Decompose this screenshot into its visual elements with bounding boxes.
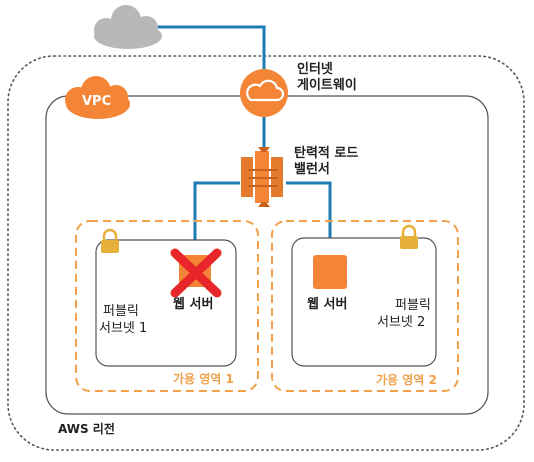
internet-cloud-icon <box>94 5 162 49</box>
availability-zone-1-boundary <box>75 220 259 392</box>
load-balancer-icon <box>241 147 283 207</box>
web-server-2-label: 웹 서버 <box>307 297 348 312</box>
load-balancer-label-line1: 탄력적 로드 <box>294 146 359 161</box>
web-server-2-icon <box>313 255 347 289</box>
lb-to-server1-link <box>193 181 240 255</box>
x-mark-icon <box>170 248 222 298</box>
lock-icon <box>400 224 418 249</box>
availability-zone-2-label: 가용 영역 2 <box>376 373 437 387</box>
lock-icon <box>101 228 119 253</box>
public-subnet-1-label-line1: 퍼블릭 <box>103 304 139 319</box>
public-subnet-2-label-line2: 서브넷 2 <box>377 315 426 330</box>
load-balancer-label-line2: 밸런서 <box>294 162 330 177</box>
internet-to-gateway-link <box>150 25 266 72</box>
internet-gateway-label-line1: 인터넷 <box>297 62 333 77</box>
availability-zone-1-label: 가용 영역 1 <box>173 372 234 386</box>
aws-region-boundary <box>7 55 525 451</box>
lb-to-server2-link <box>286 181 332 255</box>
internet-gateway-icon <box>240 69 288 117</box>
public-subnet-1-label-line2: 서브넷 1 <box>99 321 148 336</box>
internet-gateway-label-line2: 게이트웨이 <box>297 78 357 93</box>
web-server-1-label: 웹 서버 <box>173 297 214 312</box>
vpc-label: VPC <box>82 94 112 109</box>
vpc-cloud-icon <box>65 76 130 119</box>
public-subnet-2-label-line1: 퍼블릭 <box>395 298 431 313</box>
connectors <box>150 25 332 255</box>
availability-zone-2-boundary <box>271 220 459 392</box>
aws-region-label: AWS 리전 <box>58 422 115 436</box>
